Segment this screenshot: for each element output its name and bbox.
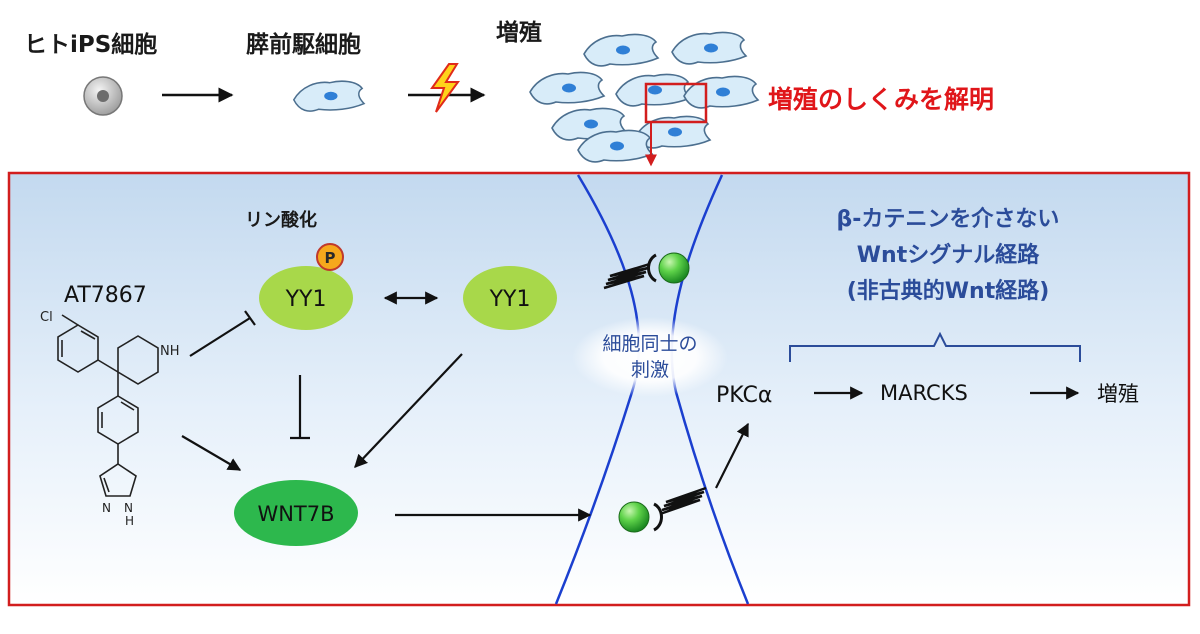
pyrazole-h-label: H	[125, 514, 134, 528]
ips-cell-icon	[83, 76, 123, 116]
pkca-label: PKCα	[716, 383, 772, 408]
pyrazole-nh-label: N	[124, 501, 133, 515]
inhibitor-block-bar	[244, 310, 256, 326]
yy1-node	[463, 266, 557, 330]
inhibitor-name: AT7867	[64, 283, 147, 308]
zoom-box	[644, 82, 708, 124]
noncanonical-title-line2: Wntシグナル経路	[857, 242, 1040, 268]
yy1-phospho-label: YY1	[285, 287, 327, 312]
receptor-to-pkca-arrow	[715, 422, 749, 489]
pyrazole-n-label: N	[102, 501, 111, 515]
noncanonical-title-line3: (非古典的Wnt経路)	[847, 278, 1050, 304]
receptor-icon	[603, 252, 690, 290]
phospho-badge-icon	[316, 243, 344, 271]
at7867-structure	[57, 314, 159, 497]
cell-cluster-icon	[529, 31, 759, 163]
headline: 増殖のしくみを解明	[768, 85, 994, 114]
noncanonical-bracket	[789, 331, 1081, 362]
noncanonical-title-line1: β-カテニンを介さない	[837, 206, 1060, 232]
lightning-icon	[430, 63, 460, 113]
receptor-bottom	[618, 486, 707, 533]
phospho-badge-label: P	[325, 249, 336, 267]
yy1-phospho-node	[259, 266, 353, 330]
contact-label-line2: 刺激	[631, 359, 669, 381]
inhibitor-to-wnt7b-arrow	[181, 435, 242, 471]
ips-cell-label: ヒトiPS細胞	[24, 31, 157, 58]
proliferation-label: 増殖	[1097, 382, 1139, 406]
progenitor-label: 膵前駆細胞	[246, 31, 361, 58]
contact-glow	[572, 317, 728, 397]
progenitor-cell-icon	[292, 80, 365, 112]
wnt7b-label: WNT7B	[257, 502, 334, 526]
cl-label: Cl	[40, 310, 53, 325]
mechanism-panel	[7, 171, 1191, 607]
yy1-label: YY1	[489, 287, 531, 312]
pathway-edges	[181, 291, 1080, 522]
marcks-label: MARCKS	[880, 381, 968, 405]
inhibitor-block-line	[189, 317, 251, 357]
yy1-to-wnt7b-arrow	[354, 353, 463, 468]
nh-label: NH	[160, 344, 180, 359]
phosphorylation-label: リン酸化	[245, 209, 317, 231]
contact-label-line1: 細胞同士の	[602, 333, 697, 355]
proliferation-stage-label: 増殖	[496, 19, 542, 46]
wnt7b-node	[234, 480, 358, 546]
